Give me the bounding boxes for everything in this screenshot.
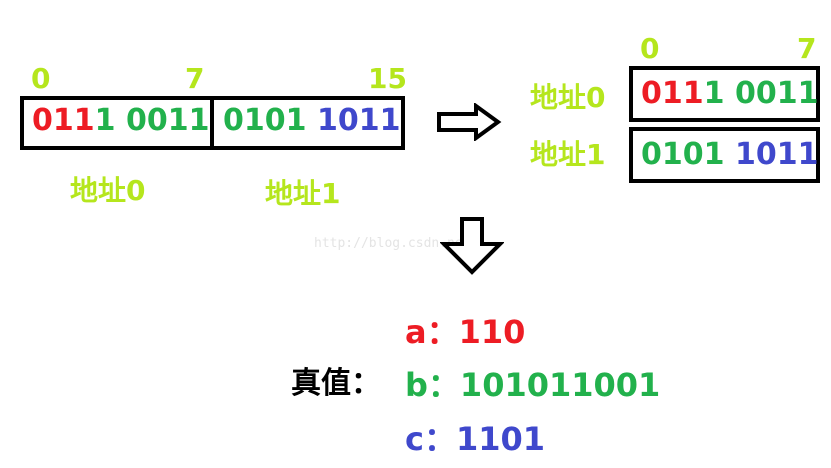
truth-label: 真值： [291,366,381,401]
bits-red: 011 [641,76,704,111]
left-memory-cell-1 [210,96,405,150]
left-cell-1-bits: 0101 1011 [223,104,400,138]
bits-red: 011 [32,103,95,138]
truth-b-value: 101011001 [459,366,661,404]
truth-b-name: b [405,366,428,404]
watermark-text: http://blog.csdn.net/ [314,236,479,251]
bits-blue: 1011 [316,103,401,138]
bits-green: 1 0011 [94,103,210,138]
truth-a-row: a：110 [405,314,525,350]
left-address-0-label: 地址0 [70,174,146,207]
left-cell-0-bits: 0111 0011 [32,104,209,138]
right-row-1-bits: 0101 1011 [641,138,818,172]
truth-a-sep: ： [426,313,459,351]
truth-c-name: c [405,420,424,458]
truth-b-row: b：101011001 [405,367,660,403]
truth-a-name: a [405,313,427,351]
bits-blue: 1011 [734,137,819,172]
right-memory-row-1 [629,127,820,183]
truth-a-value: 110 [458,313,526,351]
bits-green: 0101 [641,137,735,172]
truth-b-sep: ： [427,366,460,404]
right-row-0-bits: 0111 0011 [641,77,818,111]
right-arrow-icon [437,103,502,141]
truth-c-sep: ： [423,420,456,458]
bits-green: 1 0011 [703,76,819,111]
left-address-1-label: 地址1 [265,177,341,210]
truth-c-row: c：1101 [405,421,545,457]
right-index-7: 7 [797,32,817,65]
left-index-7: 7 [185,62,205,95]
left-index-15: 15 [368,62,407,95]
down-arrow-icon [440,217,504,275]
right-index-0: 0 [640,32,660,65]
truth-c-value: 1101 [455,420,546,458]
right-address-0-label: 地址0 [530,81,606,114]
right-address-1-label: 地址1 [530,138,606,171]
bits-green: 0101 [223,103,317,138]
right-memory-row-0 [629,66,820,122]
left-index-0: 0 [31,62,51,95]
